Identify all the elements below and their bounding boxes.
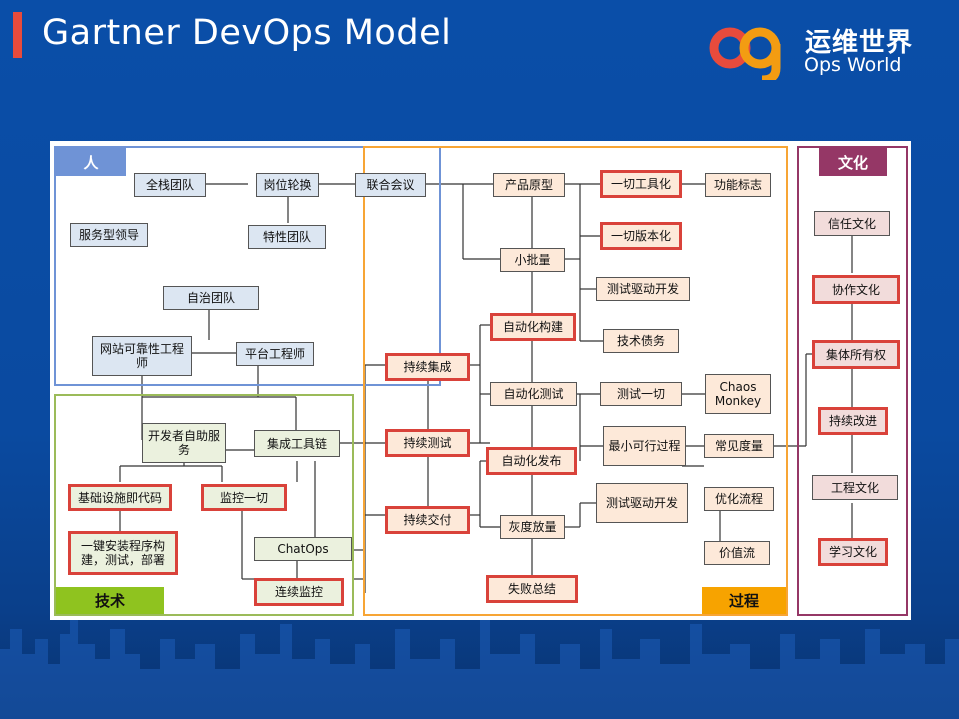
logo-chinese-text: 运维世界 xyxy=(805,28,914,58)
culture-region xyxy=(797,146,908,616)
feature-team-box: 特性团队 xyxy=(248,225,326,249)
logo-english-text: Ops World xyxy=(804,54,902,76)
continuous-monitoring-box: 连续监控 xyxy=(254,578,344,606)
test-everything-box: 测试一切 xyxy=(600,382,682,406)
federation-meeting-box: 联合会议 xyxy=(355,173,426,197)
continuous-integration-box: 持续集成 xyxy=(385,353,470,381)
people-header: 人 xyxy=(56,148,126,176)
version-everything-box: 一切版本化 xyxy=(600,222,682,250)
servant-leadership-box: 服务型领导 xyxy=(70,223,148,247)
chatops-box: ChatOps xyxy=(254,537,352,561)
process-region xyxy=(363,146,788,616)
tdd-box: 测试驱动开发 xyxy=(596,277,690,301)
optimize-flow-box: 优化流程 xyxy=(704,487,774,511)
chaos-monkey-box: Chaos Monkey xyxy=(705,374,771,414)
automated-testing-box: 自动化测试 xyxy=(490,382,577,406)
learning-culture-box: 学习文化 xyxy=(818,538,888,566)
page-title: Gartner DevOps Model xyxy=(42,13,452,53)
automated-release-box: 自动化发布 xyxy=(486,447,577,475)
sre-box: 网站可靠性工程师 xyxy=(92,336,192,376)
process-header: 过程 xyxy=(702,587,786,614)
continuous-testing-box: 持续测试 xyxy=(385,429,470,457)
developer-self-service-box: 开发者自助服务 xyxy=(142,423,226,463)
continuous-delivery-box: 持续交付 xyxy=(385,506,470,534)
common-metrics-box: 常见度量 xyxy=(704,434,774,458)
technology-region xyxy=(54,394,354,616)
integrated-toolchain-box: 集成工具链 xyxy=(254,430,340,457)
technology-header: 技术 xyxy=(56,587,164,614)
devops-model-diagram: 人 技术 过程 文化 全栈团队 岗位轮换 联合会议 服务型领导 特性团队 自治团… xyxy=(50,141,911,620)
one-click-install-box: 一键安装程序构建，测试，部署 xyxy=(68,531,178,575)
feature-flags-box: 功能标志 xyxy=(705,173,771,197)
postmortem-box: 失败总结 xyxy=(486,575,578,603)
automated-build-box: 自动化构建 xyxy=(490,313,576,341)
ops-world-logo: 运维世界 Ops World xyxy=(708,24,912,80)
people-region xyxy=(54,146,441,386)
small-batch-box: 小批量 xyxy=(500,248,565,272)
collaboration-culture-box: 协作文化 xyxy=(812,275,900,304)
monitor-everything-box: 监控一切 xyxy=(201,484,287,511)
platform-engineer-box: 平台工程师 xyxy=(236,342,314,366)
tdd-2-box: 测试驱动开发 xyxy=(596,483,688,523)
technical-debt-box: 技术债务 xyxy=(603,329,679,353)
engineering-culture-box: 工程文化 xyxy=(812,475,898,500)
title-accent-bar xyxy=(13,12,22,58)
job-rotation-box: 岗位轮换 xyxy=(256,173,319,197)
logo-mark-icon xyxy=(709,27,781,80)
city-skyline-graphic xyxy=(0,619,959,719)
collective-ownership-box: 集体所有权 xyxy=(812,340,900,369)
continuous-improvement-box: 持续改进 xyxy=(818,407,888,435)
culture-header: 文化 xyxy=(819,148,887,176)
minimum-viable-process-box: 最小可行过程 xyxy=(603,426,686,466)
canary-release-box: 灰度放量 xyxy=(500,515,565,539)
autonomous-team-box: 自治团队 xyxy=(163,286,259,310)
value-stream-box: 价值流 xyxy=(704,541,770,565)
infrastructure-as-code-box: 基础设施即代码 xyxy=(68,484,172,511)
tool-everything-box: 一切工具化 xyxy=(600,170,682,198)
trust-culture-box: 信任文化 xyxy=(814,211,890,236)
fullstack-team-box: 全栈团队 xyxy=(134,173,206,197)
product-prototype-box: 产品原型 xyxy=(493,173,565,197)
